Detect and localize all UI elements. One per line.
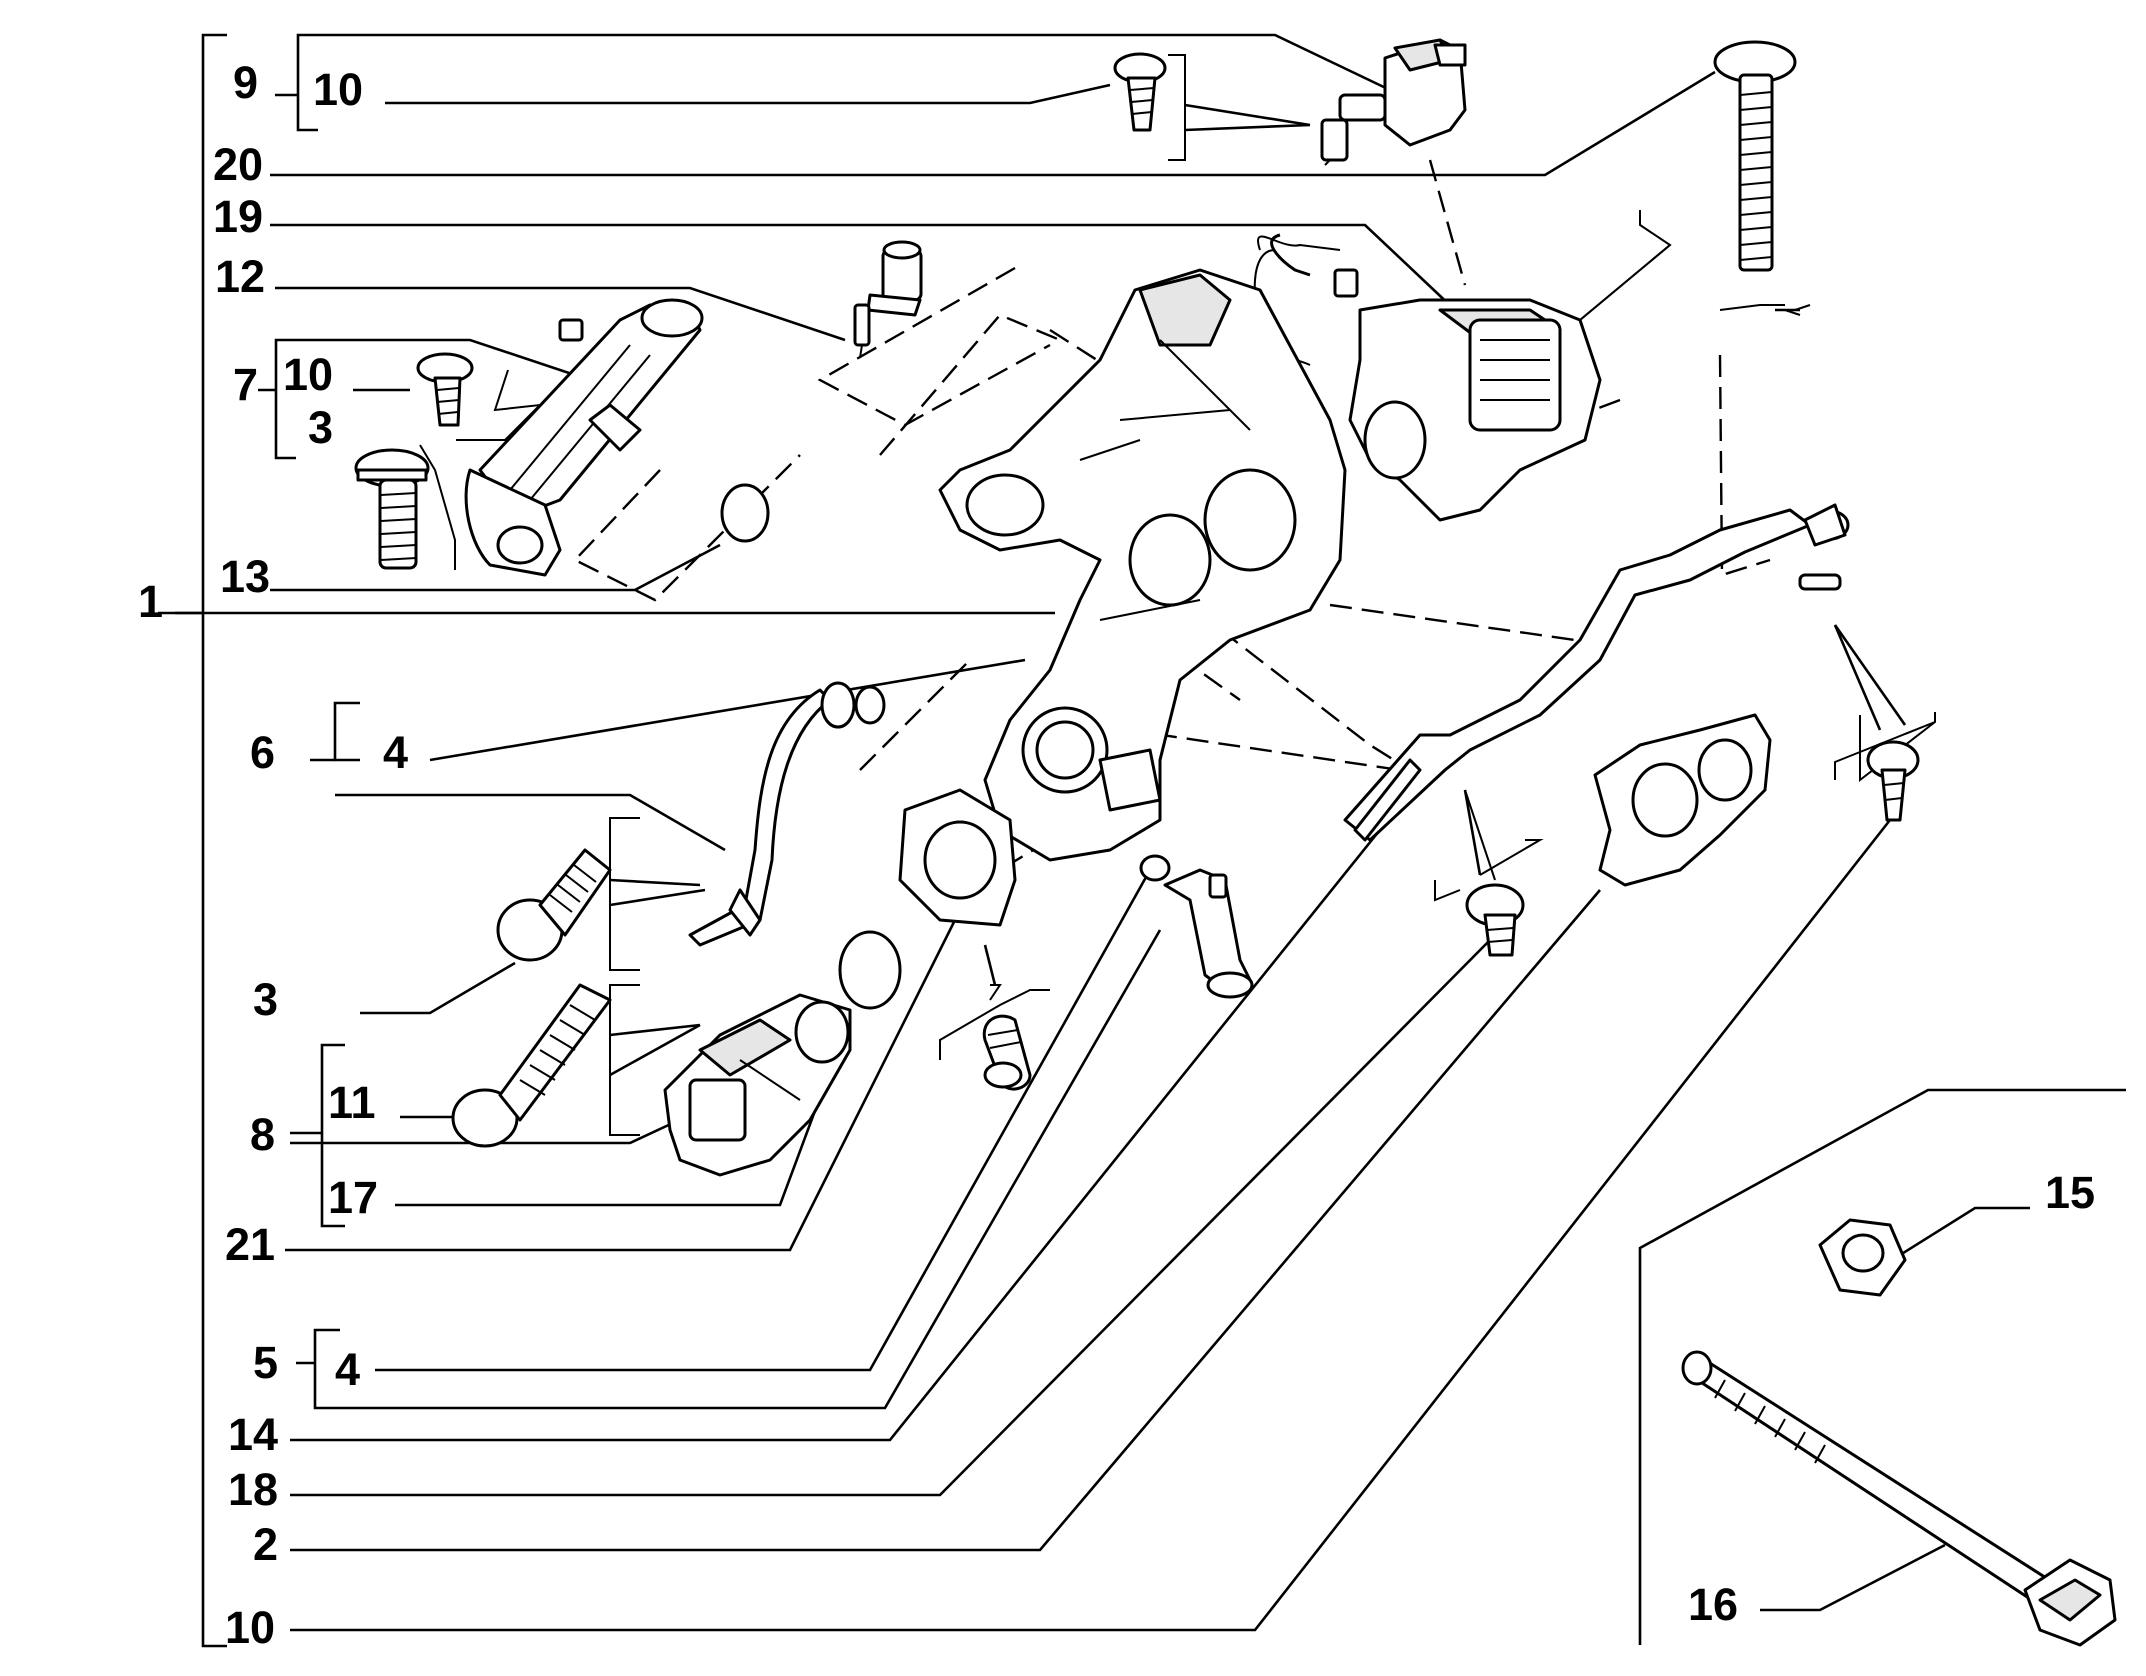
assembly-brackets xyxy=(158,33,2126,1648)
screw-group7-part xyxy=(416,352,474,427)
callout-5: 5 xyxy=(253,1337,278,1388)
callout-labels: 9 10 20 19 12 7 10 3 13 1 6 4 3 11 8 17 … xyxy=(138,57,2095,1653)
callout-3-upper: 3 xyxy=(308,402,333,453)
screw-10-right-part xyxy=(1866,740,1920,822)
bolt-11-part xyxy=(451,983,612,1148)
callout-15: 15 xyxy=(2045,1167,2095,1218)
o-ring-13-part xyxy=(720,483,770,543)
nut-15-part xyxy=(1818,1218,1907,1297)
callout-4-lower: 4 xyxy=(335,1344,360,1395)
coolant-fitting-part xyxy=(1163,868,1254,999)
callout-17: 17 xyxy=(328,1172,378,1223)
callout-10-top: 10 xyxy=(313,64,363,115)
callout-6: 6 xyxy=(250,727,275,778)
temperature-sensor-part xyxy=(853,240,923,359)
callout-16: 16 xyxy=(1688,1579,1738,1630)
gasket-2-part xyxy=(1593,713,1772,887)
callout-12: 12 xyxy=(215,251,265,302)
small-cap-screw-part xyxy=(982,1014,1032,1091)
callout-13: 13 xyxy=(220,551,270,602)
callout-19: 19 xyxy=(213,191,263,242)
callout-9: 9 xyxy=(233,57,258,108)
o-ring-small-part xyxy=(1139,854,1171,882)
bolt-upper-part xyxy=(354,448,430,570)
egr-body-part xyxy=(938,235,1347,862)
callout-10-bottom: 10 xyxy=(225,1602,275,1653)
callout-20: 20 xyxy=(213,139,263,190)
leader-lines xyxy=(175,33,2030,1632)
o-ring-21-part xyxy=(838,930,902,1010)
egr-cooler-part xyxy=(464,298,704,577)
callout-4-upper: 4 xyxy=(383,727,408,778)
callout-7: 7 xyxy=(233,359,258,410)
coolant-pipe-part xyxy=(688,681,886,947)
callout-11: 11 xyxy=(328,1077,376,1128)
screw-14-part xyxy=(1465,883,1525,957)
bolt-lower-part xyxy=(496,848,612,962)
callout-1: 1 xyxy=(138,576,163,627)
callout-8: 8 xyxy=(250,1109,275,1160)
flange-bolt-16-part xyxy=(1681,1350,2117,1647)
callout-2: 2 xyxy=(253,1519,278,1570)
callout-3-lower: 3 xyxy=(253,974,278,1025)
solenoid-valve-part xyxy=(1320,38,1467,166)
callout-14: 14 xyxy=(228,1409,278,1460)
transfer-pipe-part xyxy=(1343,503,1850,842)
egr-valve-part xyxy=(1253,233,1602,522)
callout-18: 18 xyxy=(228,1464,278,1515)
parts xyxy=(354,38,2117,1647)
throttle-body-part xyxy=(663,993,852,1177)
long-bolt-part xyxy=(1713,40,1797,272)
gasket-part xyxy=(898,788,1017,927)
screw-top-part xyxy=(1113,52,1167,132)
callout-21: 21 xyxy=(225,1219,275,1270)
callout-10-group7: 10 xyxy=(283,349,333,400)
